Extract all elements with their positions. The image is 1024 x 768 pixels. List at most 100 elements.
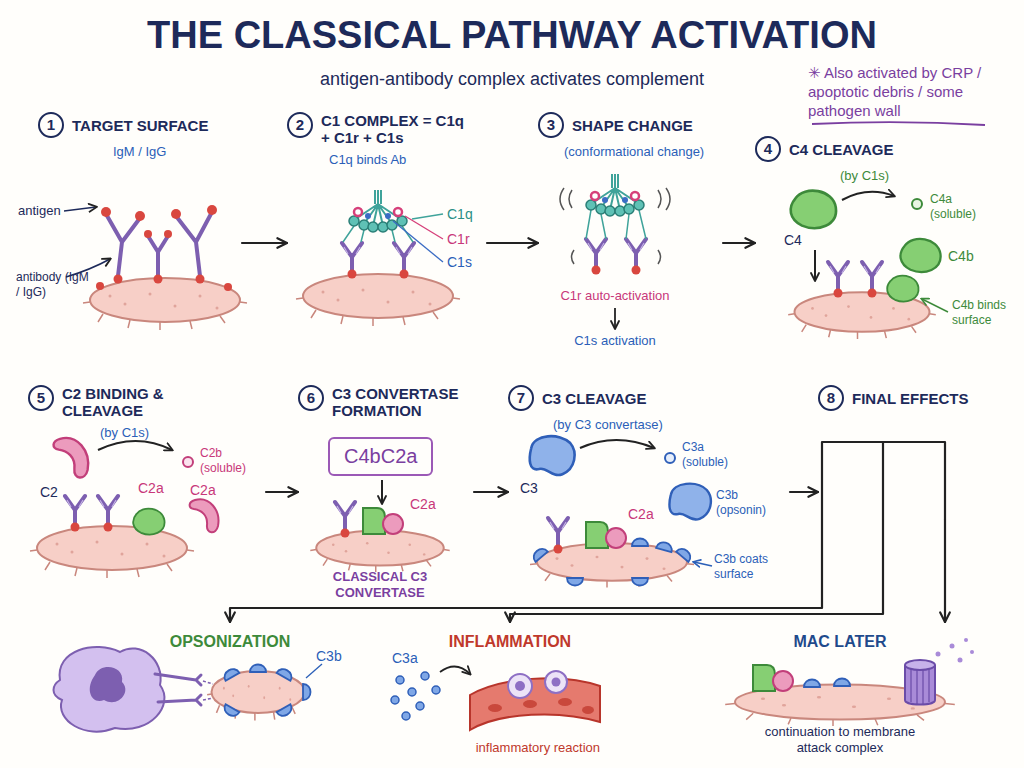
step-number: 2	[287, 112, 313, 138]
step-number: 1	[38, 112, 64, 138]
opsonization-illustration	[155, 674, 201, 705]
part-label: C2a	[410, 496, 444, 514]
part-label: C3a	[392, 650, 426, 668]
mac-illustration	[834, 679, 850, 687]
inflammation-illustration	[545, 671, 567, 693]
c3-cleavage-illustration	[694, 562, 712, 566]
fragment-label: C2a	[190, 482, 224, 500]
effect-panel: INFLAMMATIONinflammatory reaction	[420, 622, 600, 756]
step-number: 5	[28, 385, 54, 411]
c4-cleavage-illustration	[788, 191, 948, 339]
target-surface-illustration	[135, 211, 145, 221]
c4-cleavage-illustration	[912, 199, 922, 209]
c3-cleavage-illustration	[669, 484, 710, 520]
inflammation-illustration	[391, 666, 600, 730]
step-number: 4	[755, 136, 781, 162]
flow-arrow	[266, 491, 298, 493]
step-panel: 3SHAPE CHANGE(conformational change)	[538, 112, 723, 337]
mac-illustration	[958, 658, 963, 663]
callout-label: C3b coats surface	[714, 552, 790, 582]
c3-cleavage-illustration	[665, 453, 675, 463]
step-heading: FINAL EFFECTS	[852, 390, 977, 407]
c1-complex-illustration	[394, 243, 414, 279]
flow-arrow	[723, 242, 755, 244]
inflammation-illustration	[391, 696, 399, 704]
title: THE CLASSICAL PATHWAY ACTIVATION	[0, 12, 1024, 58]
c3-convertase-illustration	[381, 480, 383, 503]
inflammation-illustration	[402, 712, 410, 720]
inflammation-illustration	[582, 706, 594, 714]
step-heading: TARGET SURFACE	[72, 117, 222, 134]
c3-cleavage-illustration	[548, 518, 568, 554]
callout-label: antibody (IgM / IgG)	[16, 270, 90, 300]
part-label: C3b	[316, 648, 350, 666]
step-subtitle: (by C1s)	[755, 168, 1017, 184]
c3-convertase-illustration	[335, 502, 355, 538]
step-subtitle: C1q binds Ab	[287, 152, 487, 168]
shape-change-illustration	[626, 239, 646, 275]
inflammation-illustration	[421, 672, 429, 680]
part-label: C1s	[447, 254, 477, 272]
c3-convertase-illustration	[363, 508, 403, 534]
opsonization-illustration	[207, 671, 309, 720]
c4-cleavage-illustration	[791, 191, 836, 228]
inflammation-illustration	[488, 698, 594, 714]
opsonization-illustration	[54, 647, 165, 732]
c4-cleavage-illustration	[862, 262, 882, 298]
target-surface-illustration	[64, 205, 247, 330]
step-number: 3	[538, 112, 564, 138]
part-label: C1r	[447, 231, 477, 249]
effects-bracket	[822, 442, 945, 520]
part-label: C2	[40, 484, 66, 502]
inflammation-illustration	[391, 672, 440, 720]
note-underline	[812, 122, 985, 125]
process-note: C1r auto-activation	[540, 288, 690, 304]
c4-cleavage-illustration	[922, 299, 948, 312]
c2-cleavage-illustration	[133, 509, 164, 535]
opsonization-illustration	[277, 704, 295, 718]
c2-cleavage-illustration	[98, 496, 118, 532]
fragment-label: C2b (soluble)	[200, 446, 262, 476]
target-surface-illustration	[101, 207, 111, 217]
flow-arrow	[474, 491, 508, 493]
inflammation-illustration	[470, 678, 600, 730]
inflammation-illustration	[523, 700, 537, 708]
shape-change-illustration	[560, 174, 670, 328]
c4-cleavage-illustration	[887, 276, 918, 302]
step-heading: C3 CLEAVAGE	[542, 390, 662, 407]
fragment-label: C3a (soluble)	[682, 440, 746, 470]
opsonization-illustration	[303, 684, 311, 700]
c1-complex-illustration	[296, 274, 460, 326]
c2-cleavage-illustration	[98, 441, 172, 450]
c2-cleavage-illustration	[30, 526, 194, 578]
inflammation-illustration	[558, 698, 572, 706]
shape-change-illustration	[586, 174, 644, 216]
step-panel: 2C1 COMPLEX = C1q + C1r + C1sC1q binds A…	[287, 112, 487, 337]
effect-panel: MAC LATERcontinuation to membrane attack…	[700, 622, 980, 756]
side-note: ✳ Also activated by CRP / apoptotic debr…	[808, 64, 1013, 120]
c1-complex-illustration	[393, 221, 443, 262]
part-label: C4	[784, 232, 810, 250]
c3-cleavage-illustration	[656, 541, 673, 552]
mac-illustration	[970, 650, 974, 654]
effect-heading: INFLAMMATION	[420, 632, 600, 651]
flow-arrow	[242, 242, 287, 244]
target-surface-illustration	[83, 278, 247, 330]
c3-cleavage-illustration	[632, 578, 648, 586]
step-subtitle: (by C1s)	[28, 425, 266, 441]
opsonization-illustration	[54, 647, 323, 732]
opsonization-illustration	[277, 666, 295, 680]
shape-change-illustration	[614, 308, 616, 328]
shape-change-illustration	[560, 188, 670, 264]
c4-cleavage-illustration	[828, 262, 848, 298]
fragment-label: C4b	[948, 248, 988, 266]
c2-cleavage-illustration	[190, 499, 219, 532]
opsonization-illustration	[222, 704, 240, 718]
target-surface-illustration	[64, 207, 96, 211]
c3-cleavage-illustration	[586, 522, 626, 548]
c3-convertase-illustration	[310, 530, 449, 572]
step-number: 8	[818, 385, 844, 411]
part-label: C1q	[447, 206, 477, 224]
target-surface-illustration	[144, 230, 152, 238]
process-note: C1s activation	[555, 333, 675, 349]
